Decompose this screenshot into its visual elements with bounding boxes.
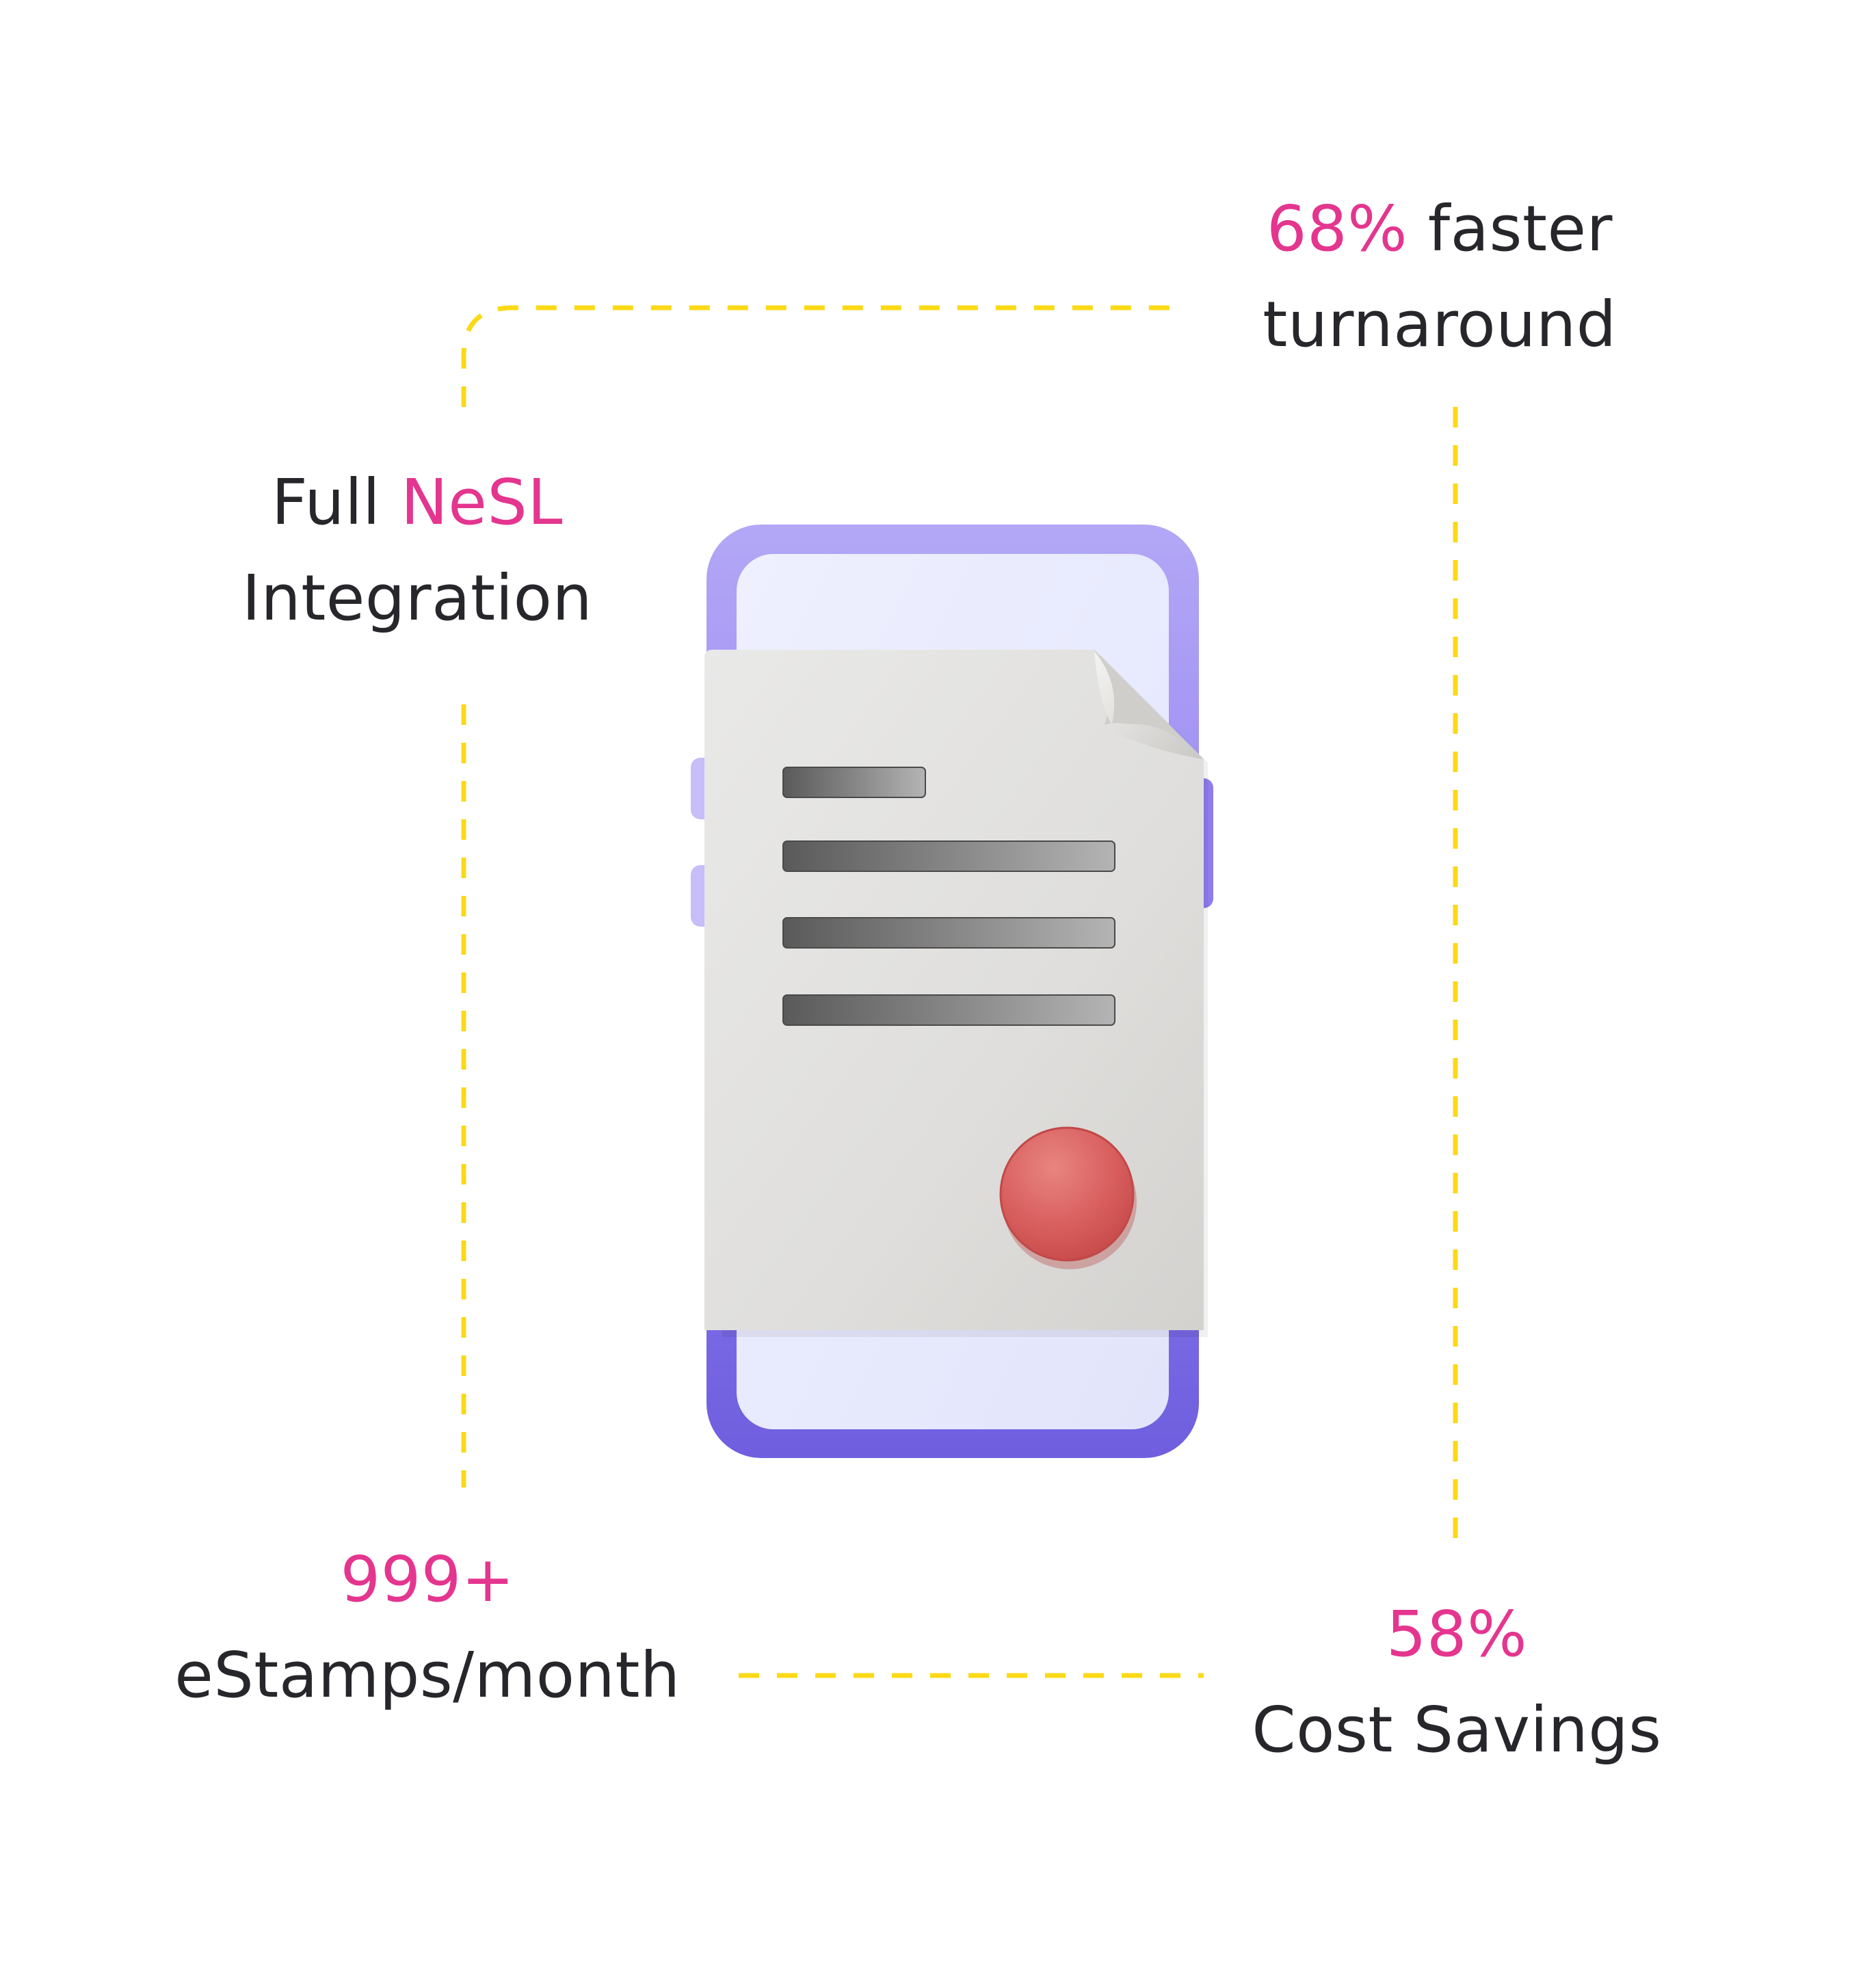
stat-turnaround-line1: 68% faster [1217,181,1662,277]
document-line [782,767,926,798]
stat-turnaround-value: 68% [1267,192,1408,265]
document-icon [704,650,1208,1337]
connector-lines [461,305,1458,1678]
stat-turnaround: 68% faster turnaround [1217,181,1662,373]
stat-estamps-value: 999+ [340,1543,515,1616]
stat-nesl-prefix: Full [271,466,401,539]
stat-cost-savings: 58% Cost Savings [1217,1587,1696,1778]
connector-top-left [461,305,1176,407]
stat-estamps-label: eStamps/month [174,1639,681,1712]
seal-icon [999,1126,1137,1269]
stat-nesl-integration: Full NeSL Integration [191,455,643,646]
stat-estamps: 999+ eStamps/month [144,1532,711,1723]
stat-nesl-line1: Full NeSL [191,455,643,551]
stat-turnaround-suffix: faster [1408,192,1613,265]
document-text-lines [782,767,1115,1026]
document-line [782,994,1115,1026]
stat-turnaround-label: turnaround [1263,288,1617,361]
stat-nesl-value: NeSL [400,466,564,539]
document-line [782,917,1115,949]
stat-cost-savings-value: 58% [1386,1598,1527,1671]
stat-cost-savings-label: Cost Savings [1252,1693,1662,1766]
stat-nesl-label: Integration [241,561,593,635]
document-line [782,840,1115,872]
